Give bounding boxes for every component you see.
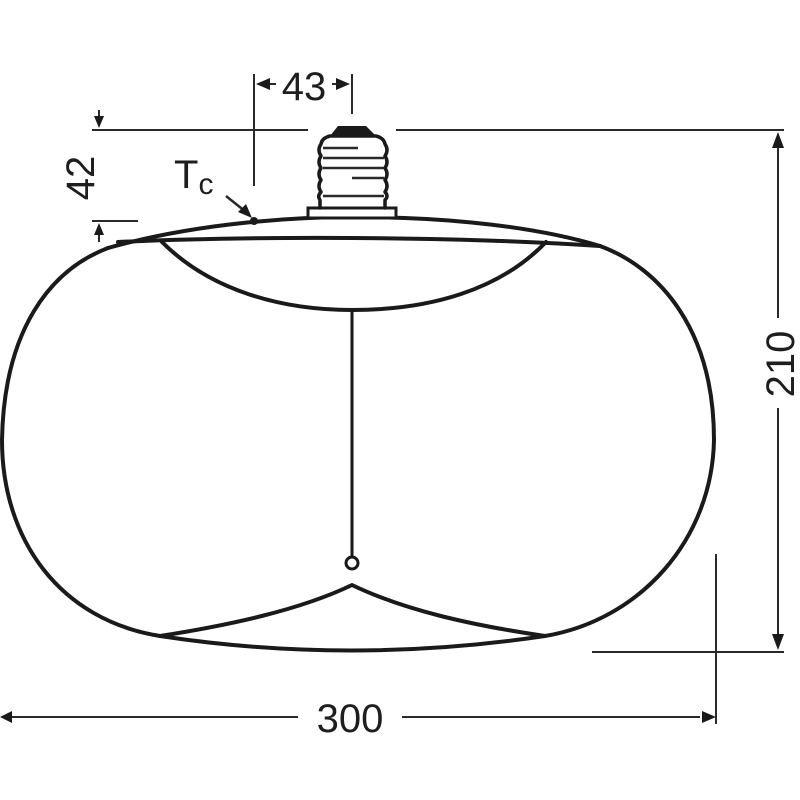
dimension-label-base-width: 43 bbox=[282, 65, 327, 109]
tc-point bbox=[250, 217, 258, 225]
dimension-label-base-height: 42 bbox=[59, 156, 103, 201]
dimension-overall-width: 300 bbox=[0, 554, 717, 741]
tc-label: Tc bbox=[174, 153, 213, 201]
upper-dish bbox=[160, 240, 548, 312]
dimension-overall-height: 210 bbox=[592, 132, 800, 653]
filament-stem bbox=[344, 308, 360, 571]
dimension-base-width: 43 bbox=[253, 65, 353, 186]
lower-dish bbox=[158, 583, 547, 638]
top-rim bbox=[106, 215, 602, 250]
tc-annotation: Tc bbox=[174, 153, 258, 225]
globe-outline bbox=[0, 244, 716, 653]
dimension-base-height: 42 bbox=[59, 110, 784, 242]
screw-base bbox=[306, 126, 398, 220]
dimension-label-overall-height: 210 bbox=[759, 331, 800, 398]
dimension-label-overall-width: 300 bbox=[317, 697, 384, 741]
